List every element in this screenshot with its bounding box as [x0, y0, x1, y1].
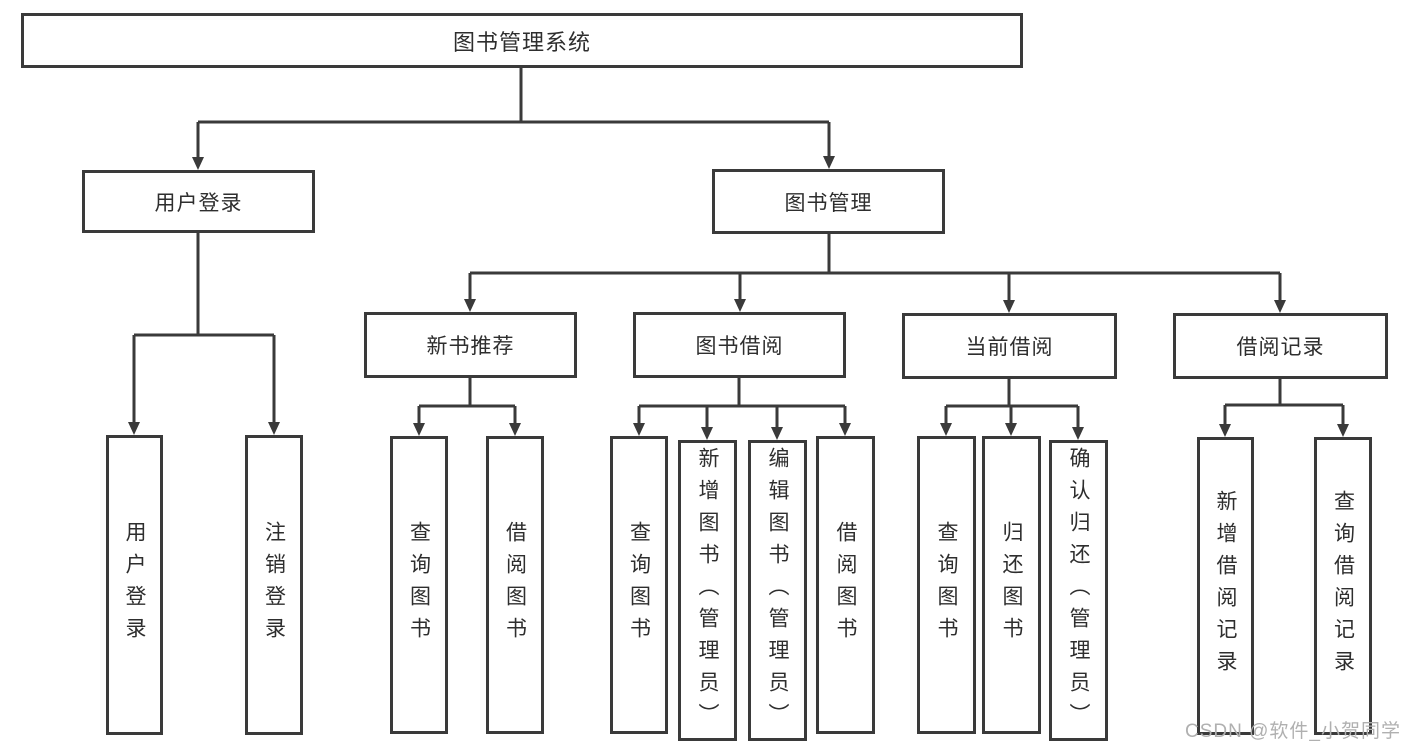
leaf-borrow-add-books-admin: 新增图书（管理员） — [678, 440, 737, 741]
node-book-management-label: 图书管理 — [784, 191, 873, 215]
node-user-login: 用户登录 — [82, 170, 315, 233]
leaf-rec-query-books-label: 查询图书 — [407, 521, 431, 649]
node-book-borrow-label: 图书借阅 — [695, 335, 784, 358]
leaf-logout: 注销登录 — [245, 435, 303, 735]
node-borrow-records: 借阅记录 — [1173, 313, 1388, 379]
leaf-records-query-record-label: 查询借阅记录 — [1331, 490, 1355, 682]
node-borrow-records-label: 借阅记录 — [1236, 336, 1325, 359]
node-current-borrow-label: 当前借阅 — [965, 336, 1054, 359]
leaf-current-confirm-return-admin-label: 确认归还（管理员） — [1067, 446, 1090, 735]
leaf-current-confirm-return-admin: 确认归还（管理员） — [1049, 440, 1108, 741]
csdn-watermark: CSDN @软件_小贺同学 — [1185, 721, 1401, 742]
node-root: 图书管理系统 — [21, 13, 1023, 68]
leaf-current-return-books-label: 归还图书 — [1000, 521, 1023, 649]
leaf-borrow-edit-books-admin: 编辑图书（管理员） — [748, 440, 807, 741]
leaf-borrow-query-books-label: 查询图书 — [627, 521, 651, 649]
leaf-borrow-edit-books-admin-label: 编辑图书（管理员） — [766, 446, 789, 735]
node-new-book-recommend: 新书推荐 — [364, 312, 577, 378]
leaf-user-login: 用户登录 — [106, 435, 163, 735]
node-current-borrow: 当前借阅 — [902, 313, 1117, 379]
leaf-records-add-record-label: 新增借阅记录 — [1214, 490, 1237, 682]
leaf-user-login-label: 用户登录 — [123, 521, 146, 649]
leaf-records-query-record: 查询借阅记录 — [1314, 437, 1372, 735]
leaf-borrow-borrow-books: 借阅图书 — [816, 436, 875, 734]
node-root-label: 图书管理系统 — [452, 29, 591, 55]
leaf-rec-borrow-books: 借阅图书 — [486, 436, 544, 734]
leaf-current-return-books: 归还图书 — [982, 436, 1041, 734]
leaf-current-query-books-label: 查询图书 — [935, 521, 958, 649]
leaf-borrow-query-books: 查询图书 — [610, 436, 668, 734]
node-book-management: 图书管理 — [712, 169, 945, 234]
leaf-logout-label: 注销登录 — [262, 521, 286, 649]
leaf-current-query-books: 查询图书 — [917, 436, 976, 734]
leaf-records-add-record: 新增借阅记录 — [1197, 437, 1254, 735]
leaf-borrow-borrow-books-label: 借阅图书 — [834, 521, 857, 649]
node-user-login-label: 用户登录 — [154, 191, 243, 215]
leaf-rec-borrow-books-label: 借阅图书 — [503, 521, 527, 649]
node-new-book-recommend-label: 新书推荐 — [426, 335, 515, 358]
node-book-borrow: 图书借阅 — [633, 312, 846, 378]
leaf-borrow-add-books-admin-label: 新增图书（管理员） — [696, 446, 719, 735]
leaf-rec-query-books: 查询图书 — [390, 436, 448, 734]
